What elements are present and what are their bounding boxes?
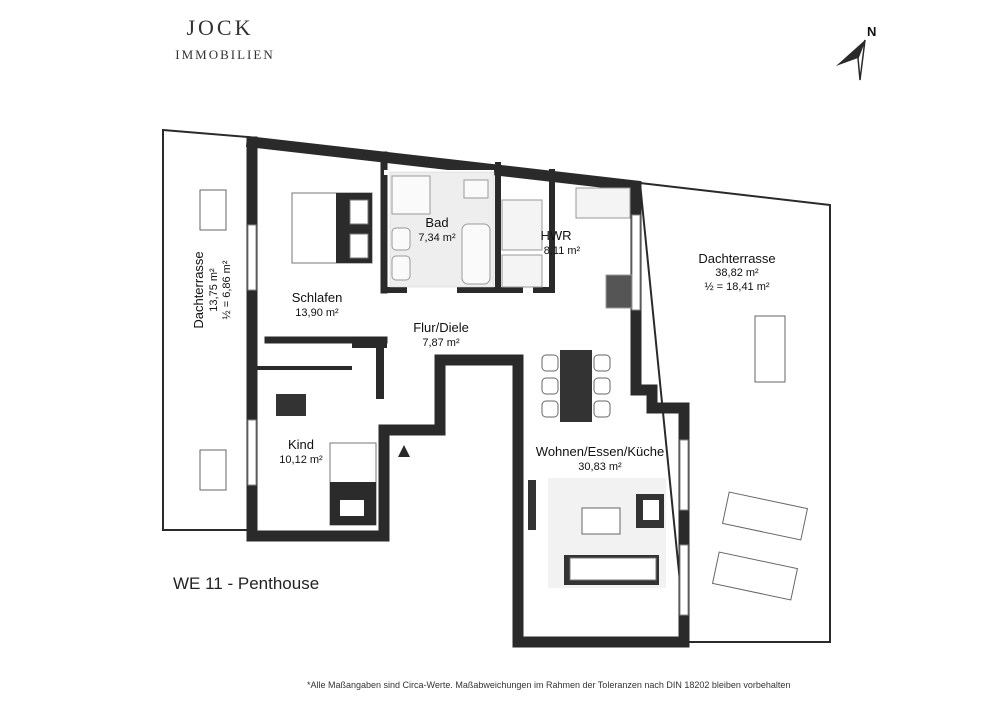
brand-name: JOCK <box>186 15 254 40</box>
living-furniture <box>528 478 666 588</box>
unit-label: WE 11 - Penthouse <box>173 574 320 593</box>
hwr-fixtures <box>501 187 633 309</box>
entrance-arrow-icon <box>398 445 410 457</box>
label-kind: Kind <box>288 437 314 452</box>
area-flur: 7,87 m² <box>422 337 460 349</box>
label-dachterrasse-west: Dachterrasse 13,75 m² ½ = 6,86 m² <box>191 251 233 328</box>
north-label: N <box>867 24 876 39</box>
label-hwr: HWR <box>540 228 571 243</box>
half-dachterrasse-ost: ½ = 18,41 m² <box>704 281 769 293</box>
area-schlafen: 13,90 m² <box>295 307 339 319</box>
dining-table <box>541 350 611 422</box>
terrace-west-furniture <box>199 189 227 491</box>
walls <box>245 135 690 648</box>
label-wohnen: Wohnen/Essen/Küche <box>536 444 664 459</box>
footnote: *Alle Maßangaben sind Circa-Werte. Maßab… <box>307 680 791 690</box>
svg-text:Dachterrasse: Dachterrasse <box>191 251 206 328</box>
area-kind: 10,12 m² <box>279 454 323 466</box>
svg-text:½ = 6,86 m²: ½ = 6,86 m² <box>221 260 233 319</box>
terrace-east-furniture <box>711 315 809 601</box>
brand-subtitle: IMMOBILIEN <box>175 47 275 62</box>
label-dachterrasse-ost: Dachterrasse <box>698 251 775 266</box>
bed-kind <box>276 394 377 526</box>
bath-fixtures <box>391 175 491 285</box>
area-bad: 7,34 m² <box>418 232 456 244</box>
label-flur: Flur/Diele <box>413 320 469 335</box>
svg-text:13,75 m²: 13,75 m² <box>208 268 220 312</box>
area-hwr: 8,11 m² <box>544 245 581 257</box>
label-schlafen: Schlafen <box>292 290 343 305</box>
area-dachterrasse-ost: 38,82 m² <box>715 267 759 279</box>
label-bad: Bad <box>425 215 448 230</box>
bed-schlafen <box>291 192 373 264</box>
north-arrow-icon: N <box>836 24 876 81</box>
area-wohnen: 30,83 m² <box>578 461 622 473</box>
